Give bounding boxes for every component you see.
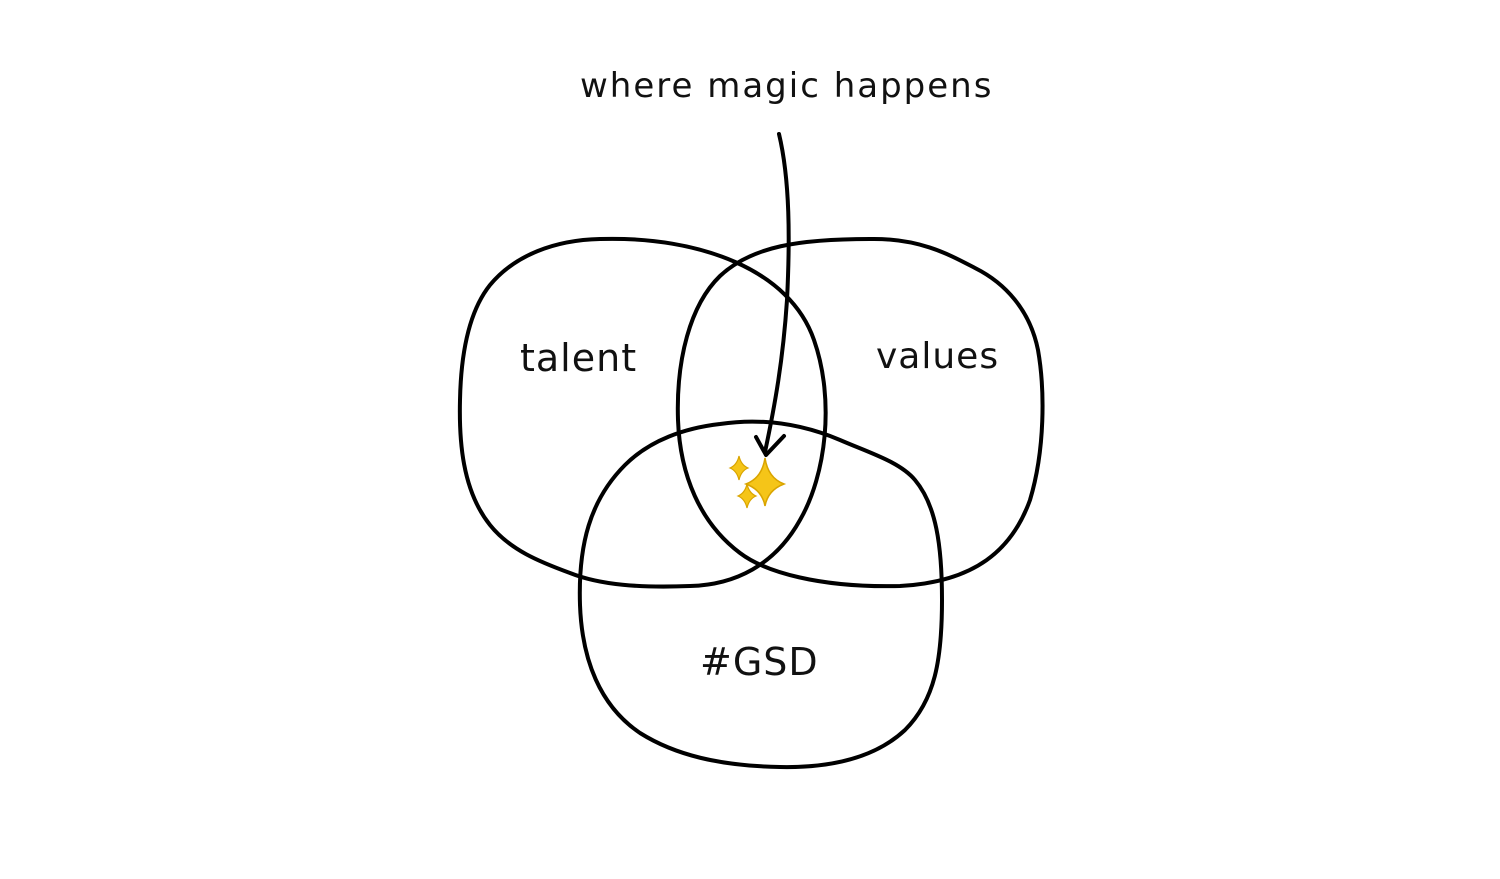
values-label: values	[876, 336, 1000, 377]
gsd-label: #GSD	[700, 640, 819, 684]
gsd-circle	[577, 419, 944, 770]
values-circle	[675, 236, 1045, 589]
arrow-head	[754, 434, 786, 457]
talent-circle	[457, 236, 828, 589]
sparkle-small-bottom	[736, 483, 758, 509]
annotation-label: where magic happens	[580, 66, 994, 106]
arrow-line	[763, 132, 791, 454]
sparkles-icon	[728, 455, 787, 509]
talent-label: talent	[520, 336, 638, 380]
sparkle-small-top	[728, 455, 750, 481]
sparkle-large	[743, 457, 787, 507]
